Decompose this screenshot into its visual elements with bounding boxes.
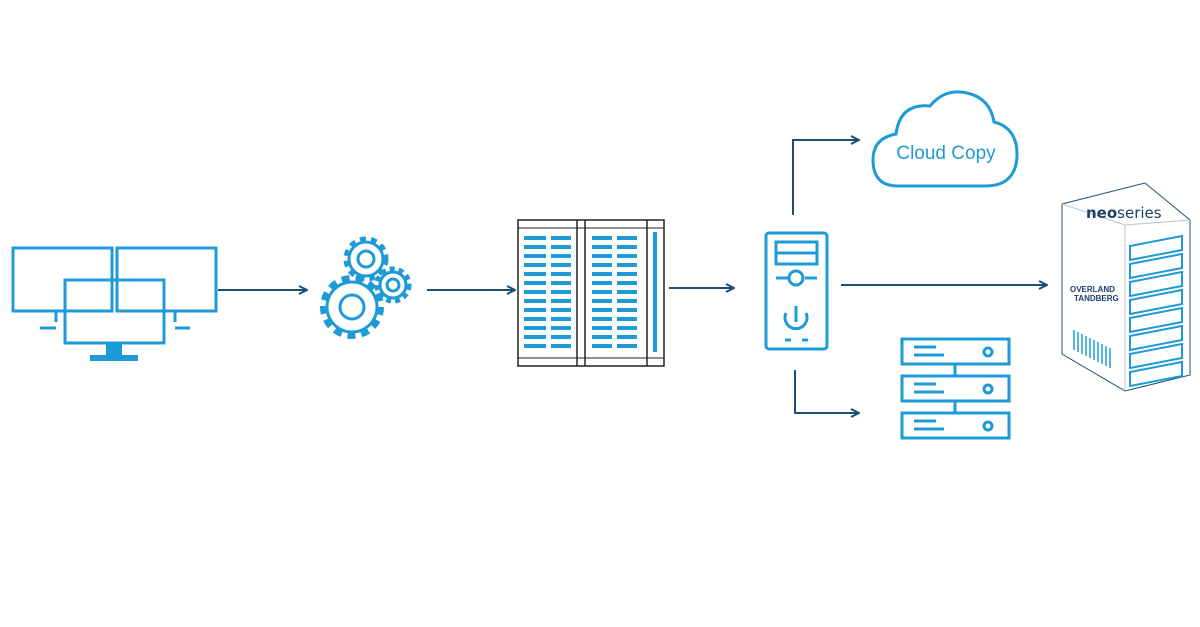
arrow-server-to-cloud bbox=[792, 140, 858, 215]
brand-series-text: series bbox=[1117, 204, 1162, 222]
gears-icon bbox=[320, 236, 412, 339]
backup-server-icon bbox=[764, 231, 829, 351]
logo-overland-text: OVERLAND bbox=[1070, 285, 1115, 294]
svg-text:neoseries: neoseries bbox=[1086, 204, 1162, 222]
tape-library-icon: neoseries OVERLAND TANDBERG bbox=[1061, 182, 1191, 392]
logo-tandberg-text: TANDBERG bbox=[1074, 294, 1119, 303]
workstations-icon bbox=[11, 246, 218, 361]
brand-neo-text: neo bbox=[1086, 204, 1117, 222]
storage-rack-icon bbox=[517, 219, 665, 367]
disk-array-icon bbox=[900, 337, 1011, 440]
cloud-copy-label: Cloud Copy bbox=[896, 143, 996, 164]
arrow-server-to-disk-array bbox=[794, 370, 858, 413]
cloud-icon: Cloud Copy bbox=[871, 90, 1019, 188]
